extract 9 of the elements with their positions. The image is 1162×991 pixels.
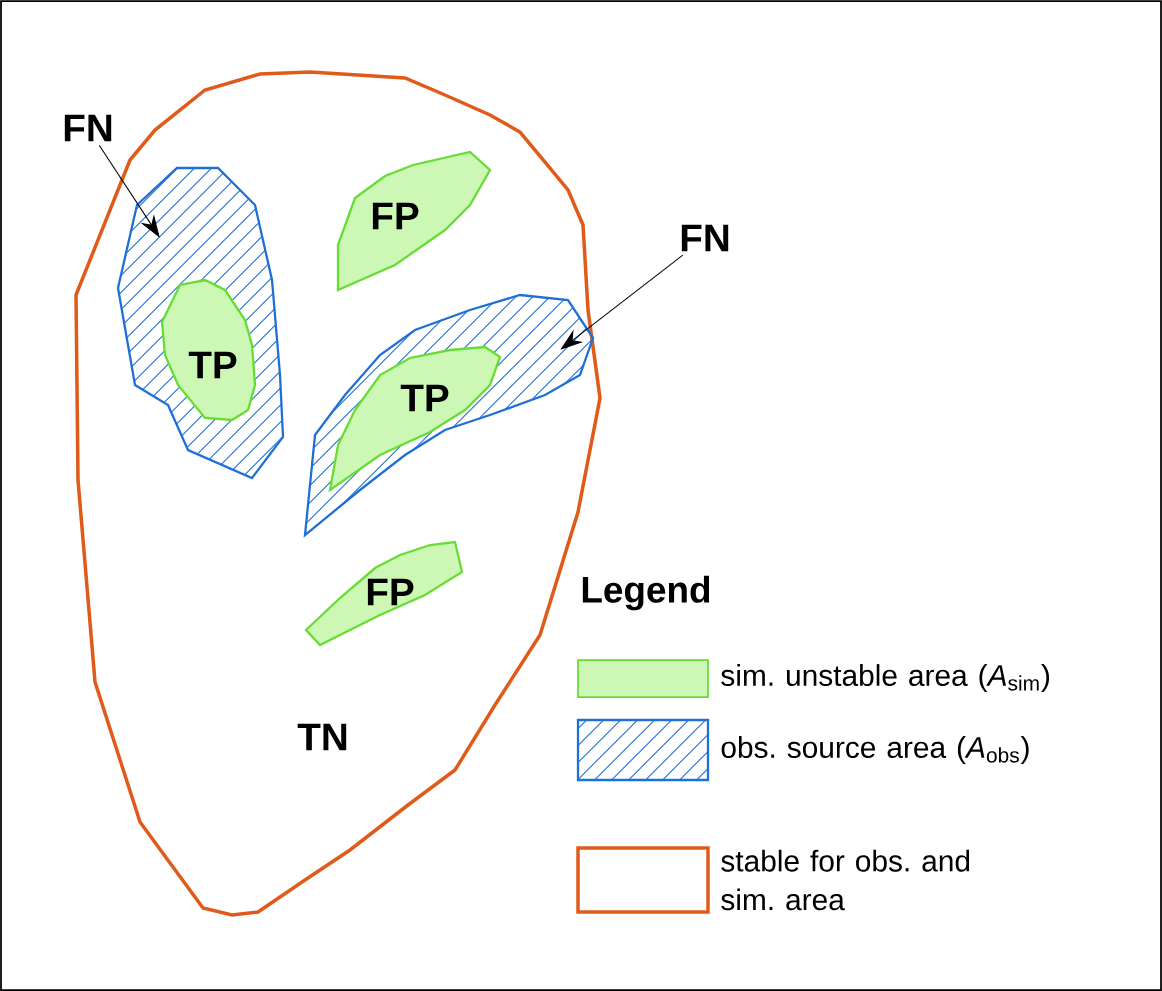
filled-area: FP: [304, 540, 464, 647]
area-label: FN: [64, 114, 112, 142]
filled-area: TP: [160, 278, 257, 422]
legend-text: obs. source area (A$_{obs}$): [721, 736, 1029, 764]
filled-area: FP: [336, 150, 492, 292]
legend-heading: Legend: [582, 575, 710, 611]
legend-text: stable for obs. and sim. area: [721, 849, 970, 911]
area-label: FN: [681, 224, 729, 252]
legend-text: sim. unstable area (A$_{sim}$): [721, 664, 1050, 692]
